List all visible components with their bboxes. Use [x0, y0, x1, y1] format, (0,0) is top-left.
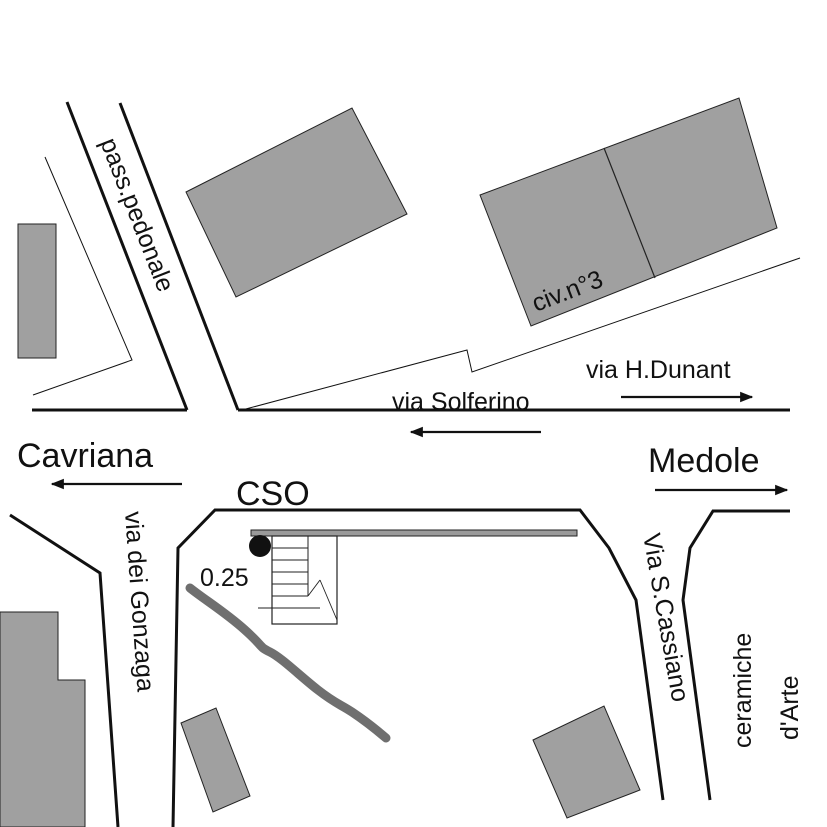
building-bottom-right — [532, 705, 641, 819]
label-pass-pedonale: pass.pedonale — [94, 134, 179, 296]
hedge-path — [185, 583, 391, 743]
building-top-center — [185, 107, 408, 298]
station-structure — [185, 529, 578, 743]
cso-south-edge — [171, 508, 665, 827]
label-via-solferino: via Solferino — [392, 388, 530, 416]
building-bottom-small — [180, 707, 251, 813]
marker-dot — [249, 535, 271, 557]
label-via-h-dunant: via H.Dunant — [586, 356, 731, 384]
stair-treads — [272, 547, 338, 621]
label-medole: Medole — [648, 442, 760, 480]
direction-arrows — [50, 391, 789, 496]
label-via-dei-gonzaga: via dei Gonzaga — [119, 510, 160, 692]
buildings — [0, 97, 778, 827]
via-dei-gonzaga-west-edge — [9, 513, 120, 827]
pass-pedonale-right-edge — [118, 102, 240, 411]
building-bottom-left — [0, 611, 86, 827]
road-edges — [9, 101, 801, 827]
building-far-left — [17, 223, 57, 359]
label-distance: 0.25 — [200, 564, 249, 592]
staircase — [271, 535, 338, 625]
label-ceramiche: ceramiche — [729, 633, 757, 748]
pass-pedonale-left-edge — [65, 101, 189, 411]
label-cavriana: Cavriana — [17, 437, 153, 475]
label-d-arte: d'Arte — [776, 675, 804, 740]
building-civ3-divider — [603, 147, 656, 279]
rail-bar — [250, 529, 578, 537]
via-s-cassiano-east-edge — [681, 509, 790, 801]
sidewalk-thin-left — [32, 156, 133, 396]
label-cso: CSO — [236, 475, 310, 513]
sidewalk-thin-right — [241, 257, 801, 411]
